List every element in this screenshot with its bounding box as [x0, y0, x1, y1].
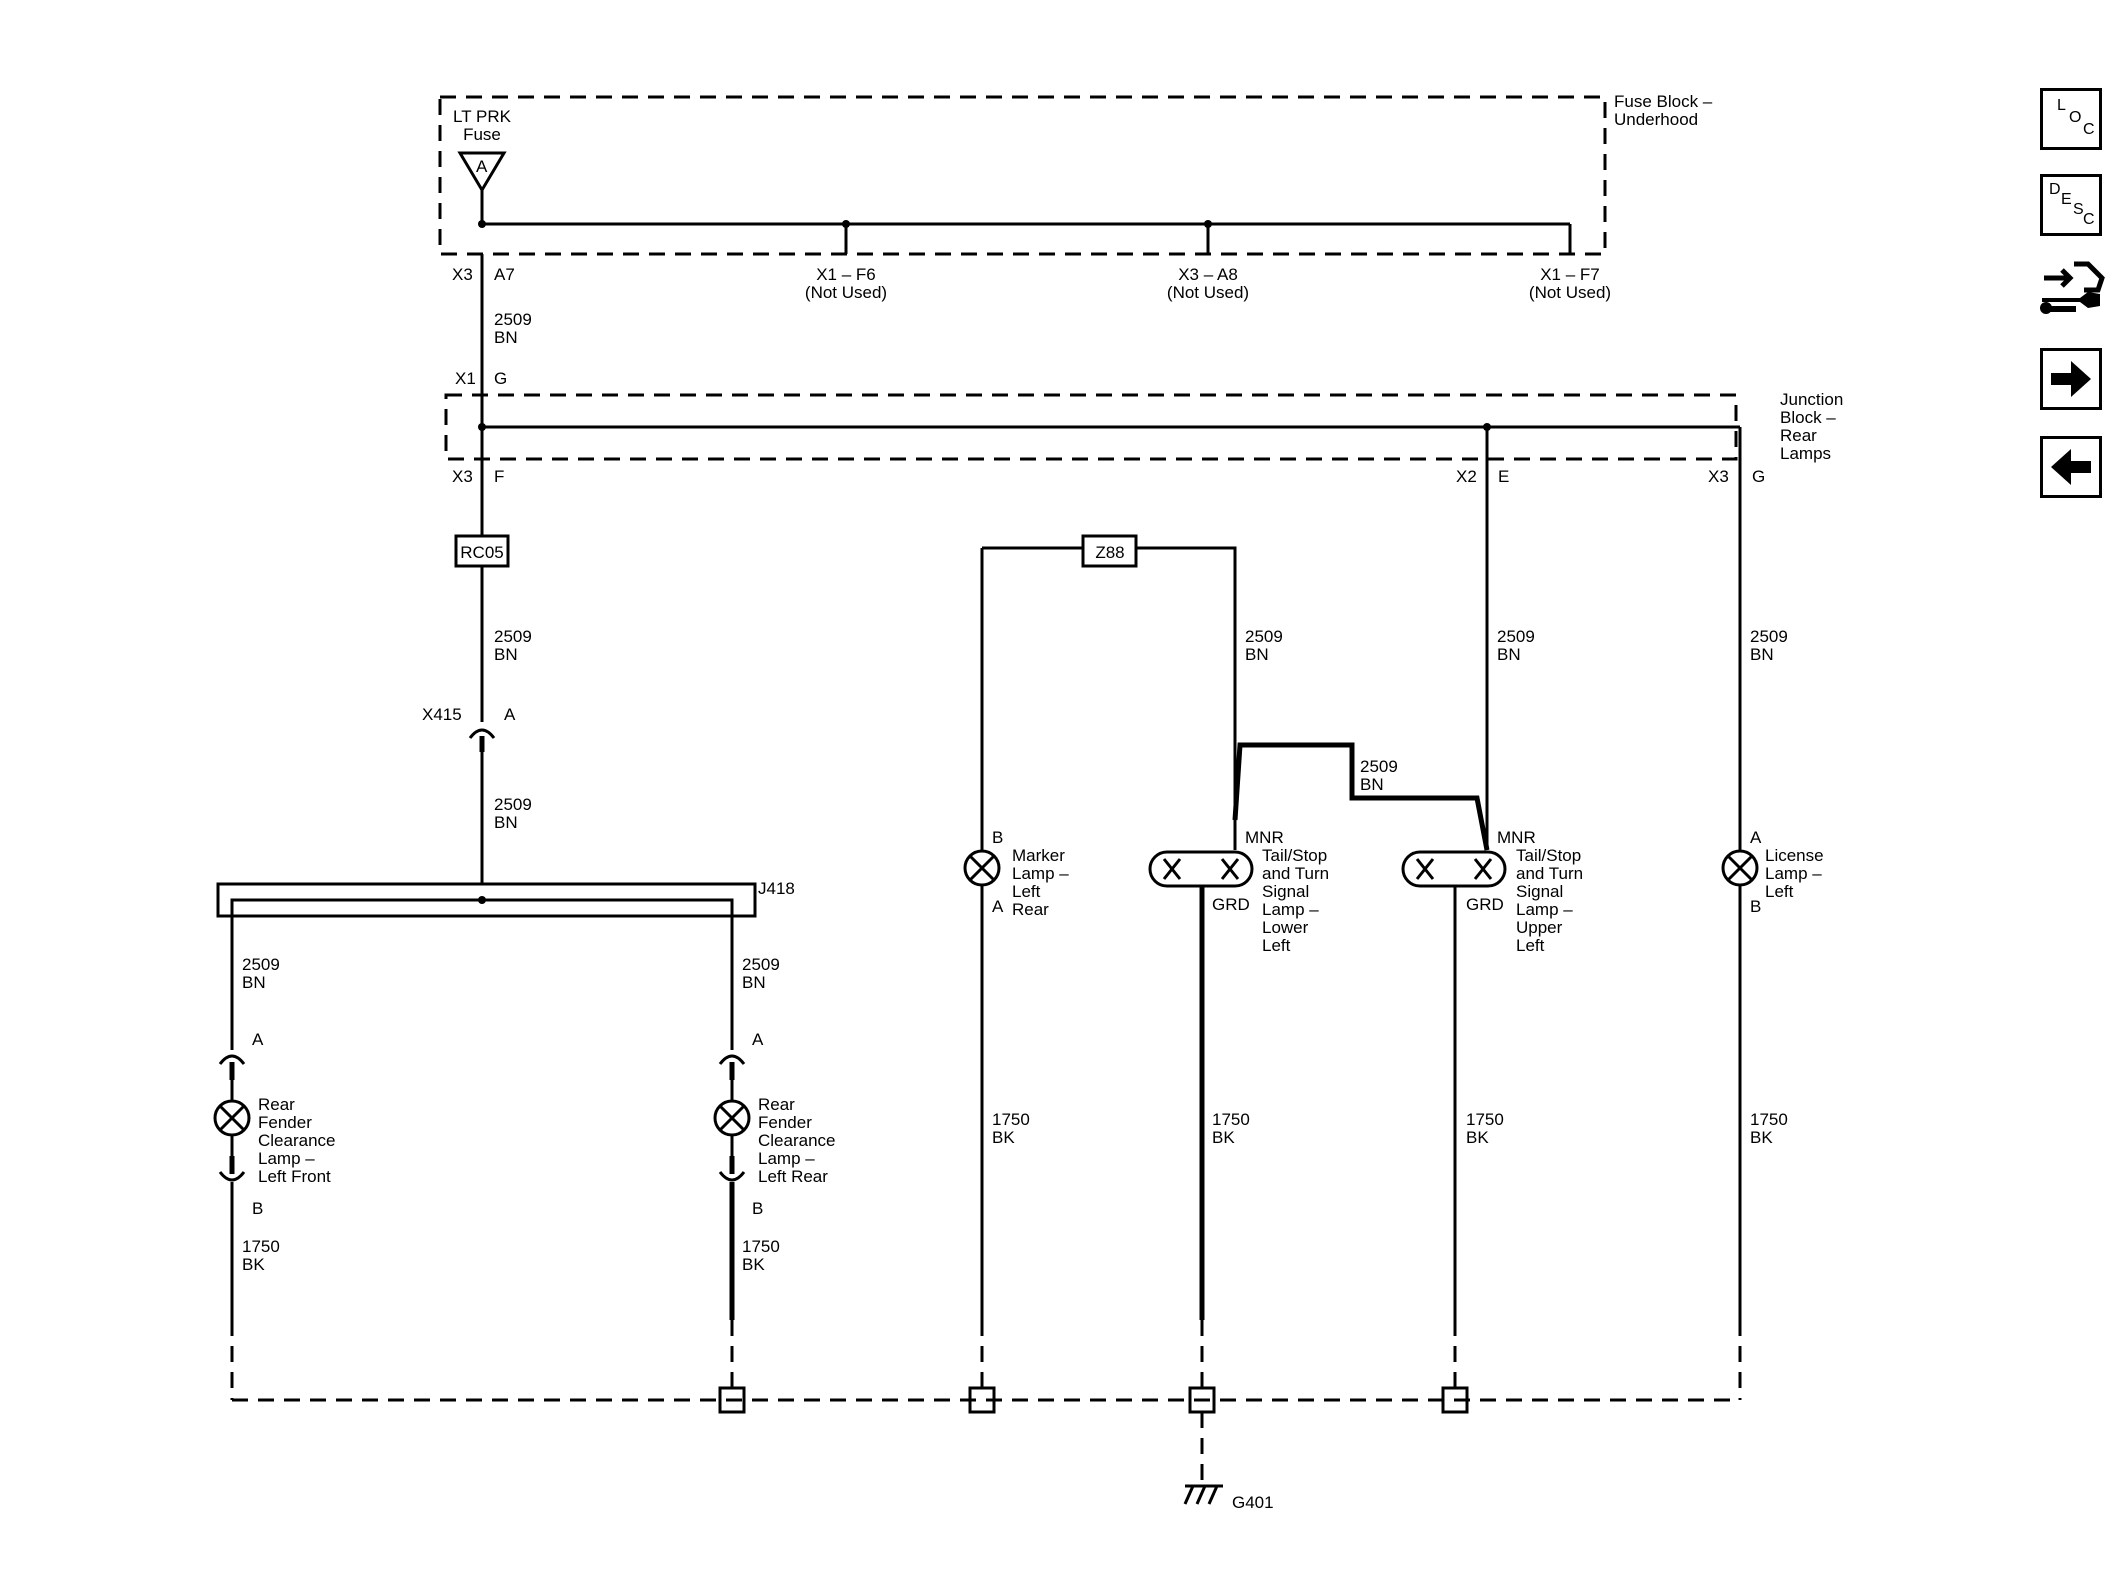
splice-dot	[1204, 220, 1212, 228]
x415-connector	[468, 728, 496, 739]
lf-pin-b: B	[252, 1199, 263, 1218]
z88-wire	[1136, 546, 1237, 850]
junction-in-connector: X1	[455, 369, 476, 388]
tail-upper-lamp-icon	[1401, 850, 1507, 888]
tail-lower-lamp-icon	[1148, 850, 1254, 888]
lf-clearance-lamp-icon	[213, 1099, 251, 1137]
fuse-symbol	[457, 151, 507, 193]
lf-connector-a	[218, 1054, 246, 1065]
junction-in-pin: G	[494, 369, 507, 388]
rc05-label: RC05	[460, 543, 503, 562]
lr-connector-a	[718, 1054, 746, 1065]
desc-letter-c: C	[2083, 211, 2095, 228]
license-pin-bottom: B	[1750, 897, 1761, 916]
junction-out-pin: E	[1498, 467, 1509, 486]
tail-lower-cross-wire	[1232, 742, 1490, 851]
fuse-connector-label: X3	[452, 265, 473, 284]
tail-lower-pin-bottom: GRD	[1212, 895, 1250, 914]
marker-lamp-icon	[963, 849, 1001, 887]
tail-upper-pin-top: MNR	[1497, 828, 1536, 847]
lr-pin-b: B	[752, 1199, 763, 1218]
lr-clearance-lamp-icon	[713, 1099, 751, 1137]
arrow-right-icon	[2051, 361, 2091, 397]
junction-out-pin: G	[1752, 467, 1765, 486]
connector-wrench-icon[interactable]	[2036, 256, 2106, 326]
license-pin-top: A	[1750, 828, 1762, 847]
junction-out-connector: X3	[1708, 467, 1729, 486]
marker-pin-bottom: A	[992, 897, 1004, 916]
fuse-tap-f7-label: X1 – F7(Not Used)	[1529, 265, 1611, 302]
splice-dot	[842, 220, 850, 228]
fuse-tap-f6-label: X1 – F6(Not Used)	[805, 265, 887, 302]
next-page-button[interactable]	[2040, 348, 2102, 410]
splice-dot	[478, 220, 486, 228]
fuse-block-boundary	[438, 95, 1607, 256]
loc-letter-l: L	[2057, 97, 2066, 114]
j418-label: J418	[758, 879, 795, 898]
junction-out-connector: X3	[452, 467, 473, 486]
fuse-tap-a8-label: X3 – A8(Not Used)	[1167, 265, 1249, 302]
splice-dot	[478, 896, 486, 904]
lf-pin-a: A	[252, 1030, 264, 1049]
previous-page-button[interactable]	[2040, 436, 2102, 498]
fuse-pin-label: A7	[494, 265, 515, 284]
description-button[interactable]: D E S C	[2040, 174, 2102, 236]
z88-box	[1081, 534, 1138, 568]
x415-pin-label: A	[504, 705, 516, 724]
loc-letter-c: C	[2083, 121, 2095, 138]
fuse-terminal-label: A	[476, 157, 488, 176]
ground-icon	[1183, 1484, 1223, 1505]
marker-pin-top: B	[992, 828, 1003, 847]
x415-label: X415	[422, 705, 462, 724]
lr-pin-a: A	[752, 1030, 764, 1049]
desc-letter-s: S	[2073, 201, 2084, 218]
tail-lower-pin-top: MNR	[1245, 828, 1284, 847]
z88-label: Z88	[1095, 543, 1124, 562]
junction-out-pin: F	[494, 467, 504, 486]
desc-letter-d: D	[2049, 181, 2061, 198]
rc05-box	[454, 534, 510, 568]
license-lamp-icon	[1721, 849, 1759, 887]
fuse-block-label: Fuse Block –Underhood	[1614, 92, 1713, 129]
lf-connector-b	[218, 1171, 246, 1182]
lr-connector-b	[718, 1171, 746, 1182]
tail-upper-pin-bottom: GRD	[1466, 895, 1504, 914]
location-button[interactable]: L O C	[2040, 88, 2102, 150]
desc-letter-e: E	[2061, 191, 2072, 208]
loc-letter-o: O	[2069, 109, 2082, 126]
g401-label: G401	[1232, 1493, 1274, 1512]
junction-out-connector: X2	[1456, 467, 1477, 486]
arrow-left-icon	[2051, 449, 2091, 485]
